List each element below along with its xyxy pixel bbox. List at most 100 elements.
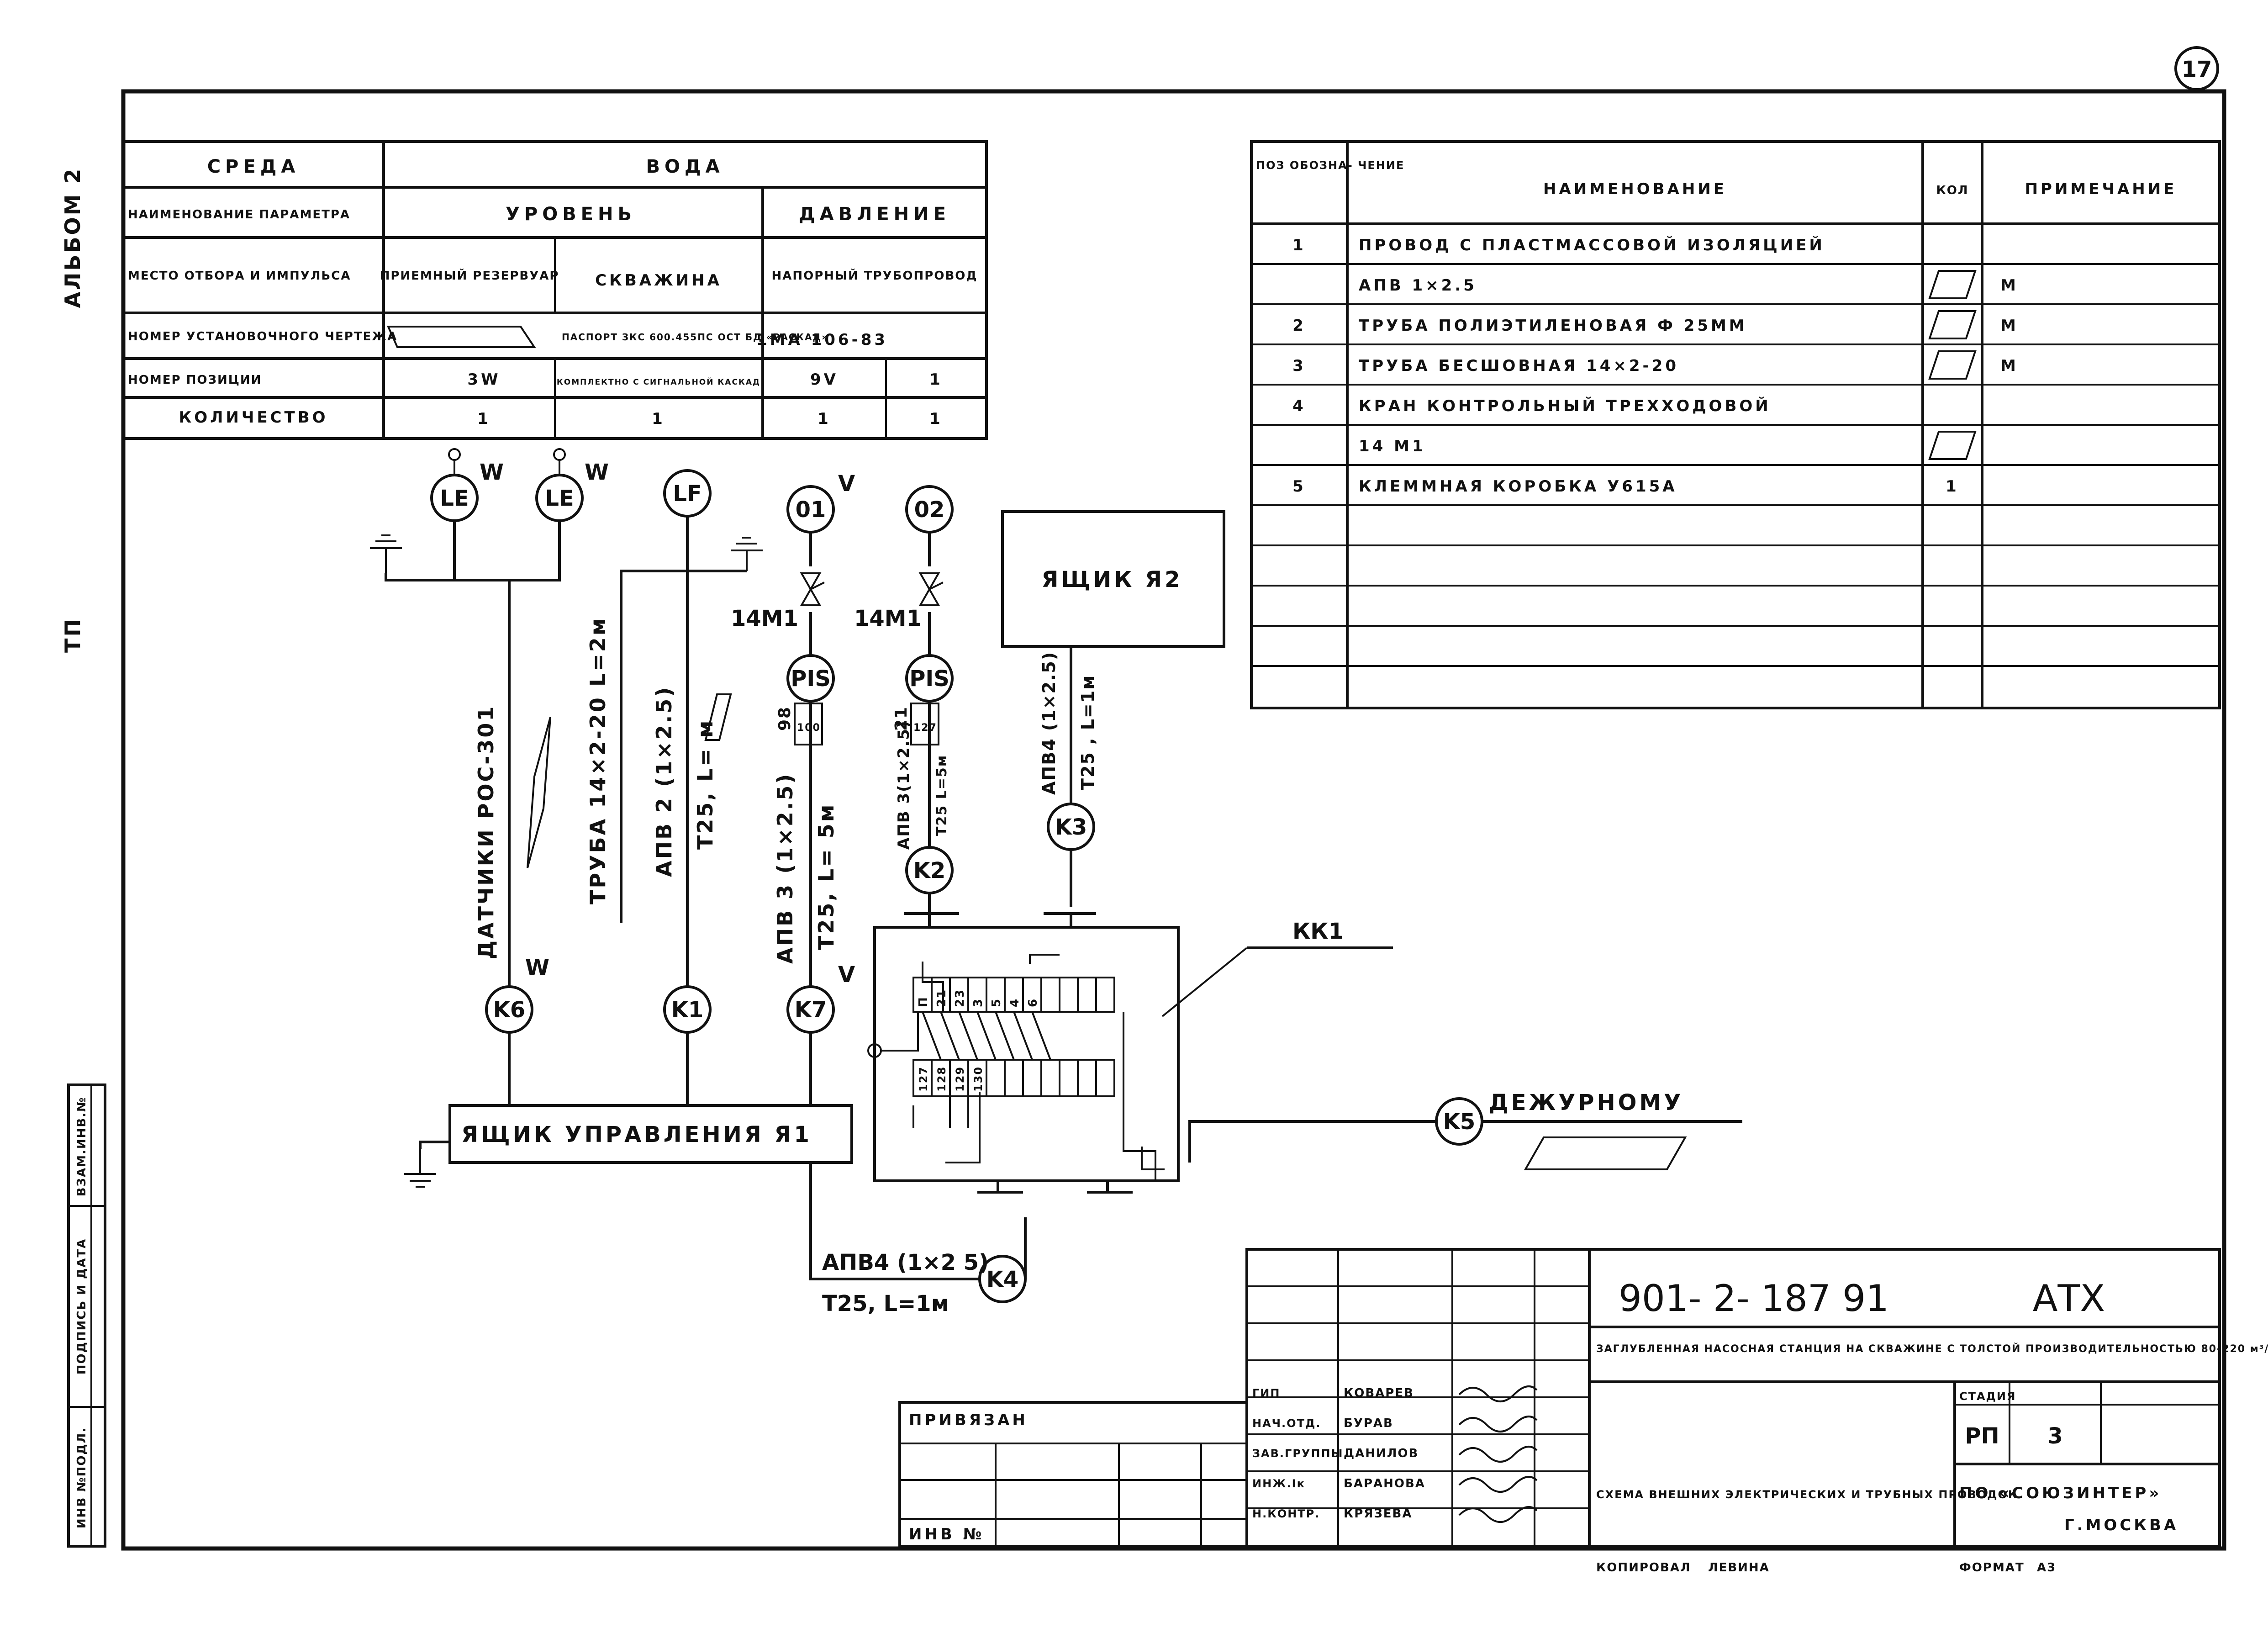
mark-98: 98: [775, 706, 794, 731]
cable-k7: K7: [786, 985, 835, 1034]
mark-100: 100: [797, 722, 821, 734]
pis-gauge-1-label: PIS: [791, 666, 831, 692]
spec-row-qty: 1: [1946, 477, 1959, 496]
cable-k4-label: K4: [986, 1267, 1019, 1292]
tb-title: СХЕМА ВНЕШНИХ ЭЛЕКТРИЧЕСКИХ И ТРУБНЫХ ПР…: [1596, 1488, 2018, 1501]
param-level: УРОВЕНЬ: [506, 204, 636, 225]
param-label-place: МЕСТО ОТБОРА И ИМПУЛЬСА: [128, 269, 351, 283]
le-sensor-2-label: LE: [545, 486, 574, 511]
spec-row-pos: 3: [1292, 357, 1306, 375]
pressure-point-02-label: 02: [914, 497, 945, 523]
spec-row-note: М: [2000, 317, 2019, 335]
sensors-blank-mark: [527, 717, 551, 868]
cable-k1: K1: [663, 985, 712, 1034]
tb-name: БУРАВ: [1344, 1416, 1393, 1430]
tb-name: ДАНИЛОВ: [1344, 1447, 1419, 1460]
spec-qty-blank: [1928, 350, 1977, 380]
spec-qty-blank: [1928, 310, 1977, 339]
spec-row-pos: 2: [1292, 317, 1306, 335]
box-ya1: [448, 1104, 853, 1164]
terminal-bottom: 128: [935, 1066, 948, 1092]
param-medium-value: ВОДА: [646, 156, 724, 177]
tb-project: ЗАГЛУБЛЕННАЯ НАСОСНАЯ СТАНЦИЯ НА СКВАЖИН…: [1596, 1343, 2268, 1355]
mark-21: 21: [892, 706, 911, 731]
t25-blank-mark: [704, 693, 732, 741]
tb-name: КОВАРЕВ: [1344, 1386, 1414, 1400]
le-sensor-1: LE: [430, 474, 479, 522]
param-table: СРЕДА ВОДА НАИМЕНОВАНИЕ ПАРАМЕТРА УРОВЕН…: [122, 140, 988, 440]
pis-gauge-1: PIS: [786, 654, 835, 703]
cable-apv3b: АПВ 3(1×2.5): [895, 720, 913, 850]
sheet-frame: [121, 89, 2226, 1551]
param-qty-4: 1: [929, 410, 943, 428]
param-label-qty: КОЛИЧЕСТВО: [179, 408, 328, 427]
terminal-top: 5: [990, 998, 1003, 1007]
stamp-zam: ВЗАМ.ИНВ.№: [75, 1097, 89, 1197]
valve-2-label: 14М1: [854, 606, 922, 631]
terminal-top: 6: [1026, 998, 1040, 1007]
terminal-top: 4: [1008, 998, 1022, 1007]
cable-k5-label: K5: [1443, 1109, 1476, 1135]
valve-1: [800, 572, 825, 606]
pis-gauge-2-label: PIS: [909, 666, 949, 692]
param-pipeline: НАПОРНЫЙ ТРУБОПРОВОД: [771, 268, 977, 283]
param-label-name: НАИМЕНОВАНИЕ ПАРАМЕТРА: [128, 208, 350, 222]
tb-stage: РП: [1965, 1423, 1999, 1449]
cable-k5: K5: [1435, 1097, 1483, 1146]
cable-apv4b: АПВ4 (1×2 5): [822, 1250, 989, 1275]
box-ya2: [1001, 510, 1225, 648]
lf-sensor-label: LF: [673, 481, 701, 507]
duty-label: ДЕЖУРНОМУ: [1489, 1090, 1683, 1115]
tb-name: БАРАНОВА: [1344, 1477, 1425, 1490]
cable-k3-label: K3: [1055, 814, 1087, 840]
cable-t25c: Т25 , L=1м: [1078, 675, 1098, 790]
signature-mark: [1458, 1476, 1538, 1493]
suffix-w1: W: [480, 460, 504, 485]
cable-pipe: ТРУБА 14×2-20 L=2м: [585, 617, 610, 904]
cable-k1-label: K1: [671, 997, 704, 1023]
terminal-top: 3: [971, 998, 985, 1007]
kk1-label: КК1: [1292, 919, 1344, 944]
suffix-v2: V: [838, 962, 855, 988]
signature-mark: [1458, 1506, 1538, 1523]
ground-symbol-1: [370, 534, 402, 573]
param-label-medium: СРЕДА: [207, 156, 300, 177]
cable-k3: K3: [1047, 803, 1095, 851]
cable-apv4: АПВ4 (1×2.5): [1039, 651, 1059, 795]
spec-row-pos: 5: [1292, 477, 1306, 496]
mark-127: 127: [913, 722, 937, 734]
cable-t25b: Т25 L=5м: [934, 755, 950, 836]
tb-inv: ИНВ №: [909, 1525, 985, 1543]
lf-sensor: LF: [663, 469, 712, 518]
pressure-point-01-label: 01: [796, 497, 826, 523]
pressure-point-02: 02: [905, 485, 954, 534]
spec-row-name: ТРУБА БЕСШОВНАЯ 14×2-20: [1359, 357, 1679, 375]
spec-row-name: КЛЕММНАЯ КОРОБКА У615А: [1359, 477, 1677, 496]
cable-k2-label: K2: [913, 858, 946, 883]
stamp-sign: ПОДПИСЬ И ДАТА: [75, 1238, 89, 1374]
cable-sensors: ДАТЧИКИ РОС-301: [474, 705, 498, 959]
terminal-bottom: 130: [972, 1066, 985, 1092]
tb-role: Н.КОНТР.: [1252, 1507, 1320, 1520]
param-drawing-blank: [386, 326, 536, 348]
signature-mark: [1458, 1385, 1538, 1402]
album-label: АЛЬБОМ 2: [60, 167, 85, 308]
tp-label: ТП: [60, 617, 85, 653]
terminal-top: 21: [935, 989, 949, 1007]
cable-t25-5: Т25, L= 5м: [814, 803, 839, 950]
pis-gauge-2: PIS: [905, 654, 954, 703]
cable-k7-label: K7: [795, 997, 827, 1023]
spec-row-name: ПРОВОД С ПЛАСТМАССОВОЙ ИЗОЛЯЦИЕЙ: [1359, 236, 1825, 254]
tb-role: ГИП: [1252, 1387, 1280, 1400]
le-sensor-2: LE: [535, 474, 584, 522]
terminal-top: П: [917, 996, 930, 1007]
param-qty-3: 1: [818, 410, 831, 428]
signature-mark: [1458, 1446, 1538, 1463]
param-pos-9v: 9V: [810, 370, 839, 389]
suffix-v1: V: [838, 471, 855, 497]
valve-1-label: 14М1: [731, 606, 798, 631]
terminal-bottom: 129: [954, 1066, 966, 1092]
